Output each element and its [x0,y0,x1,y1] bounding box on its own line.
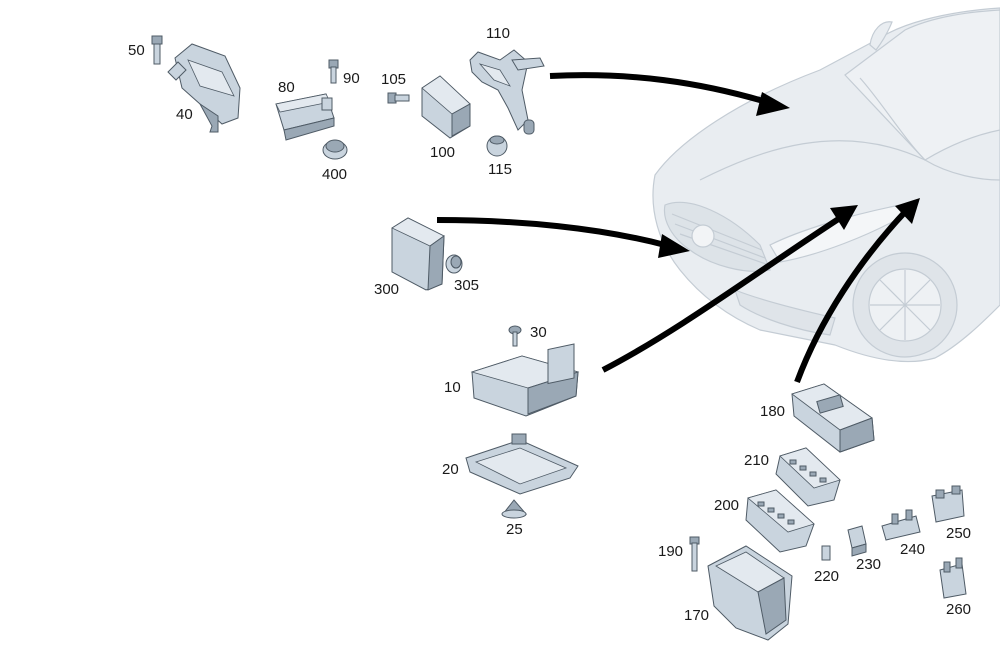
label-115: 115 [488,161,512,178]
relay-230 [847,525,867,557]
screw-190 [689,536,700,572]
arrowhead-top [756,92,790,116]
label-40: 40 [176,106,193,123]
label-105: 105 [381,71,406,88]
ecu-bracket-20 [465,433,579,495]
vehicle-illustration [652,7,1000,363]
label-110: 110 [486,25,510,42]
fusebox-cover-180 [791,383,875,453]
label-20: 20 [442,461,459,478]
grommet-305 [445,254,463,274]
screw-30 [508,325,522,347]
label-90: 90 [343,70,360,87]
label-220: 220 [814,568,839,585]
arrow-ecu-to-engine [601,215,842,373]
connector-250 [931,485,965,523]
bolt-50 [151,35,163,65]
bracket-110 [469,49,545,135]
connector-260 [939,557,967,599]
label-400: 400 [322,166,347,183]
label-180: 180 [760,403,785,420]
nut-400 [322,139,348,160]
screw-105 [387,92,410,104]
fuse-block-210 [775,447,841,507]
arrows [436,72,920,384]
arrowhead-ecu [830,205,858,230]
relay-block-80 [275,93,335,141]
part-labels: 50 40 80 90 400 105 100 110 115 300 305 … [128,25,971,624]
label-10: 10 [444,379,461,396]
nut-25 [501,499,528,519]
label-30: 30 [530,324,547,341]
label-25: 25 [506,521,523,538]
label-190: 190 [658,543,683,560]
nut-115 [486,135,508,157]
label-100: 100 [430,144,455,161]
screw-90 [328,59,339,84]
label-80: 80 [278,79,295,96]
control-unit-100 [421,75,471,139]
bracket-40 [167,43,241,133]
fuse-block-200 [745,489,815,553]
label-300: 300 [374,281,399,298]
fuse-220 [821,545,831,561]
label-50: 50 [128,42,145,59]
label-250: 250 [946,525,971,542]
module-300 [391,217,445,291]
arrow-module-to-front [436,217,666,248]
ecu-10 [470,343,580,417]
label-230: 230 [856,556,881,573]
label-210: 210 [744,452,769,469]
label-305: 305 [454,277,479,294]
label-260: 260 [946,601,971,618]
label-170: 170 [684,607,709,624]
arrow-fusebox-to-engine [794,209,908,384]
label-200: 200 [714,497,739,514]
label-240: 240 [900,541,925,558]
connector-240 [881,509,921,541]
arrowhead-fusebox [895,198,920,224]
arrowhead-front [658,234,690,258]
arrow-top-to-engine-bay [549,72,771,106]
fusebox-housing-170 [707,545,793,641]
